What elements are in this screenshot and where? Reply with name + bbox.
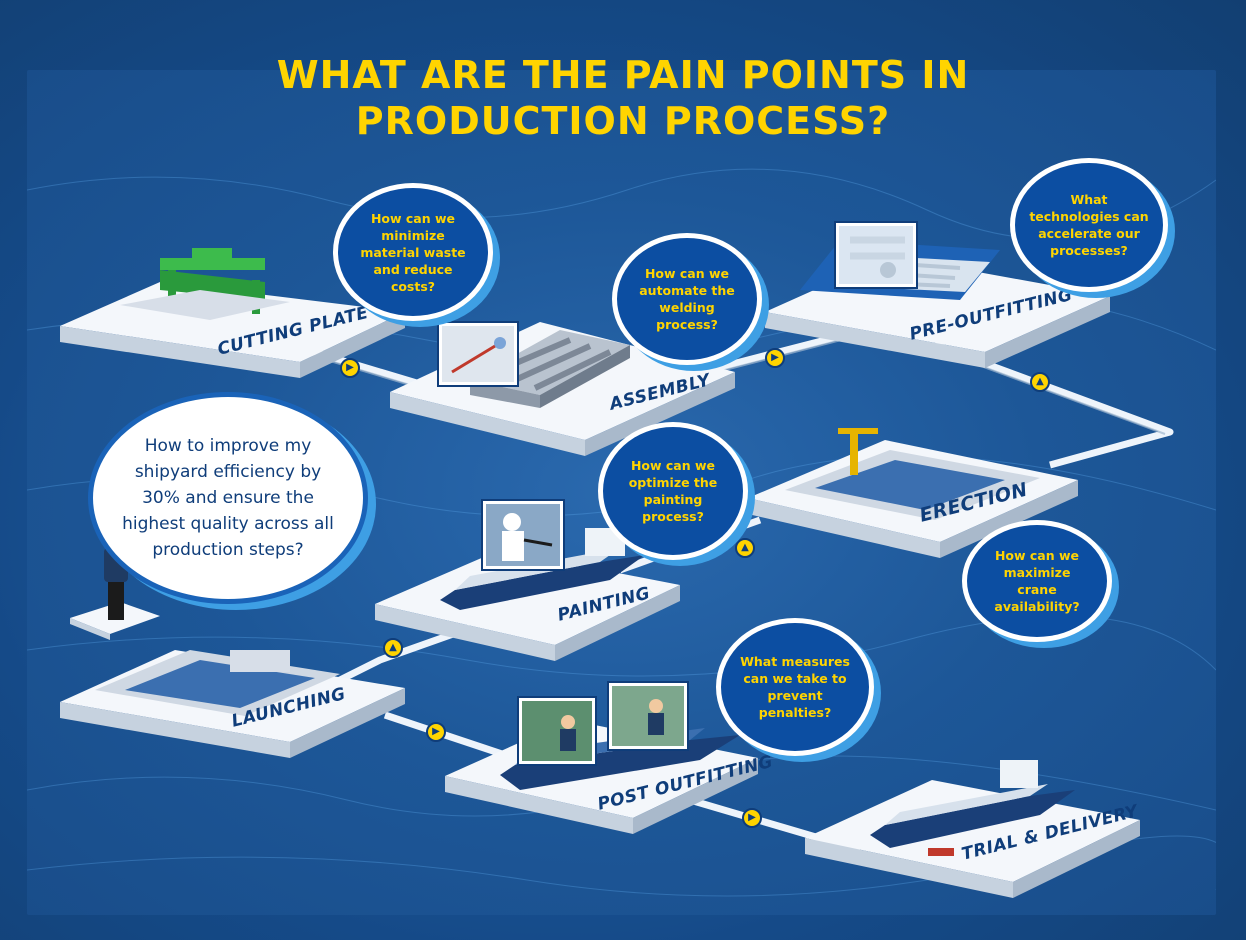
page-title: WHAT ARE THE PAIN POINTS IN PRODUCTION P… — [180, 52, 1066, 144]
platform-painting — [375, 528, 680, 661]
engine-room-inset-1 — [517, 696, 597, 766]
painter-inset — [481, 499, 565, 571]
welding-inset — [437, 321, 519, 387]
question-text: How can we maximize crane availability? — [994, 548, 1080, 614]
question-bubble-pre-outfitting: What technologies can accelerate our pro… — [1010, 158, 1168, 292]
arrow-icon: ▲ — [383, 638, 403, 658]
welding-icon — [494, 337, 506, 349]
question-bubble-cutting-plate: How can we minimize material waste and r… — [333, 183, 493, 321]
painter-icon — [503, 513, 521, 531]
arrow-icon: ▶ — [742, 808, 762, 828]
platform-launching — [60, 650, 405, 758]
question-text: How can we optimize the painting process… — [628, 458, 718, 524]
engine-room-inset-2 — [607, 681, 689, 751]
title-line-1: WHAT ARE THE PAIN POINTS IN — [276, 53, 970, 97]
question-bubble-painting: How can we optimize the painting process… — [598, 422, 748, 560]
arrow-icon: ▲ — [1030, 372, 1050, 392]
ship-icon — [870, 760, 1075, 856]
main-question-text: How to improve my shipyard efficiency by… — [121, 433, 336, 563]
main-question-bubble: How to improve my shipyard efficiency by… — [88, 392, 368, 604]
question-text: What technologies can accelerate our pro… — [1029, 192, 1149, 258]
question-bubble-assembly: How can we automate the welding process? — [612, 233, 762, 365]
question-bubble-erection: How can we maximize crane availability? — [962, 520, 1112, 642]
platform-cutting-plate — [60, 248, 405, 378]
question-text: How can we automate the welding process? — [639, 266, 735, 332]
platform-trial-delivery — [805, 760, 1140, 898]
arrow-icon: ▲ — [735, 538, 755, 558]
question-text: How can we minimize material waste and r… — [360, 210, 466, 294]
main-question-highlight: 30% — [142, 488, 180, 508]
drydock-icon — [785, 428, 1040, 520]
arrow-icon: ▶ — [765, 348, 785, 368]
question-text: What measures can we take to prevent pen… — [740, 654, 850, 720]
arrow-icon: ▶ — [340, 358, 360, 378]
platform-erection — [748, 428, 1078, 558]
main-question-before: How to improve my shipyard efficiency by — [134, 436, 322, 482]
gantry-crane-icon — [160, 248, 265, 314]
pipe-inset — [834, 221, 918, 289]
main-question-after: and ensure the highest quality across al… — [122, 488, 334, 560]
title-line-2: PRODUCTION PROCESS? — [355, 99, 891, 143]
launch-dock-icon — [95, 650, 340, 716]
arrow-icon: ▶ — [426, 722, 446, 742]
question-bubble-post-outfitting: What measures can we take to prevent pen… — [716, 618, 874, 756]
